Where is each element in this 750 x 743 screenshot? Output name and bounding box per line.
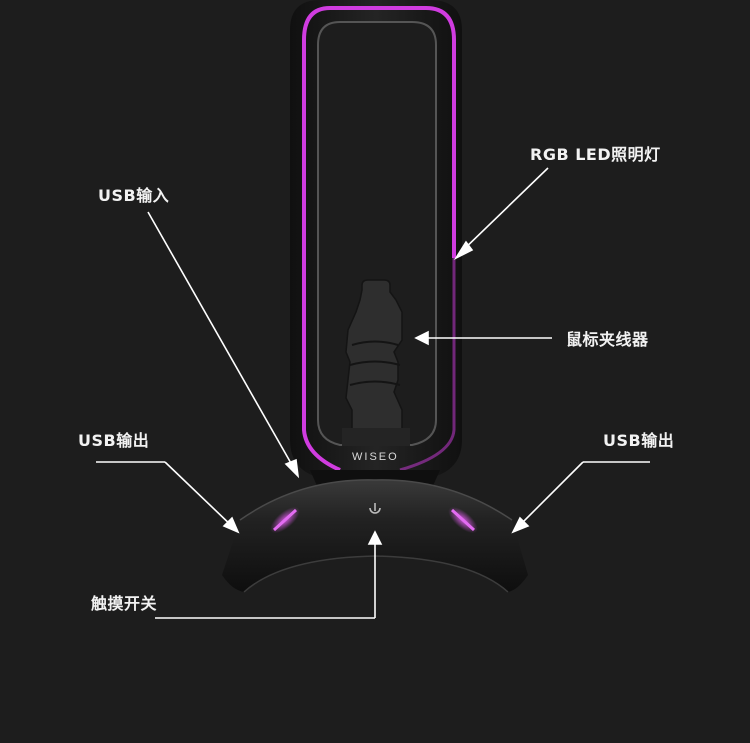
label-usb-input: USB输入: [98, 186, 170, 205]
label-touch-switch: 触摸开关: [91, 594, 158, 613]
label-usb-output-right: USB输出: [603, 431, 675, 450]
label-mouse-clip: 鼠标夹线器: [566, 330, 649, 349]
rgb-led-strip-right: [399, 258, 456, 472]
power-icon[interactable]: [369, 503, 381, 514]
callout-lines: [96, 167, 650, 619]
rgb-led-strip: [302, 6, 456, 258]
brand-logo: WISEO: [352, 451, 399, 463]
mouse-bungee: [342, 279, 410, 446]
rgb-led-strip-left: [302, 40, 341, 472]
label-usb-output-left: USB输出: [78, 431, 150, 450]
label-rgb-led: RGB LED照明灯: [530, 145, 661, 164]
